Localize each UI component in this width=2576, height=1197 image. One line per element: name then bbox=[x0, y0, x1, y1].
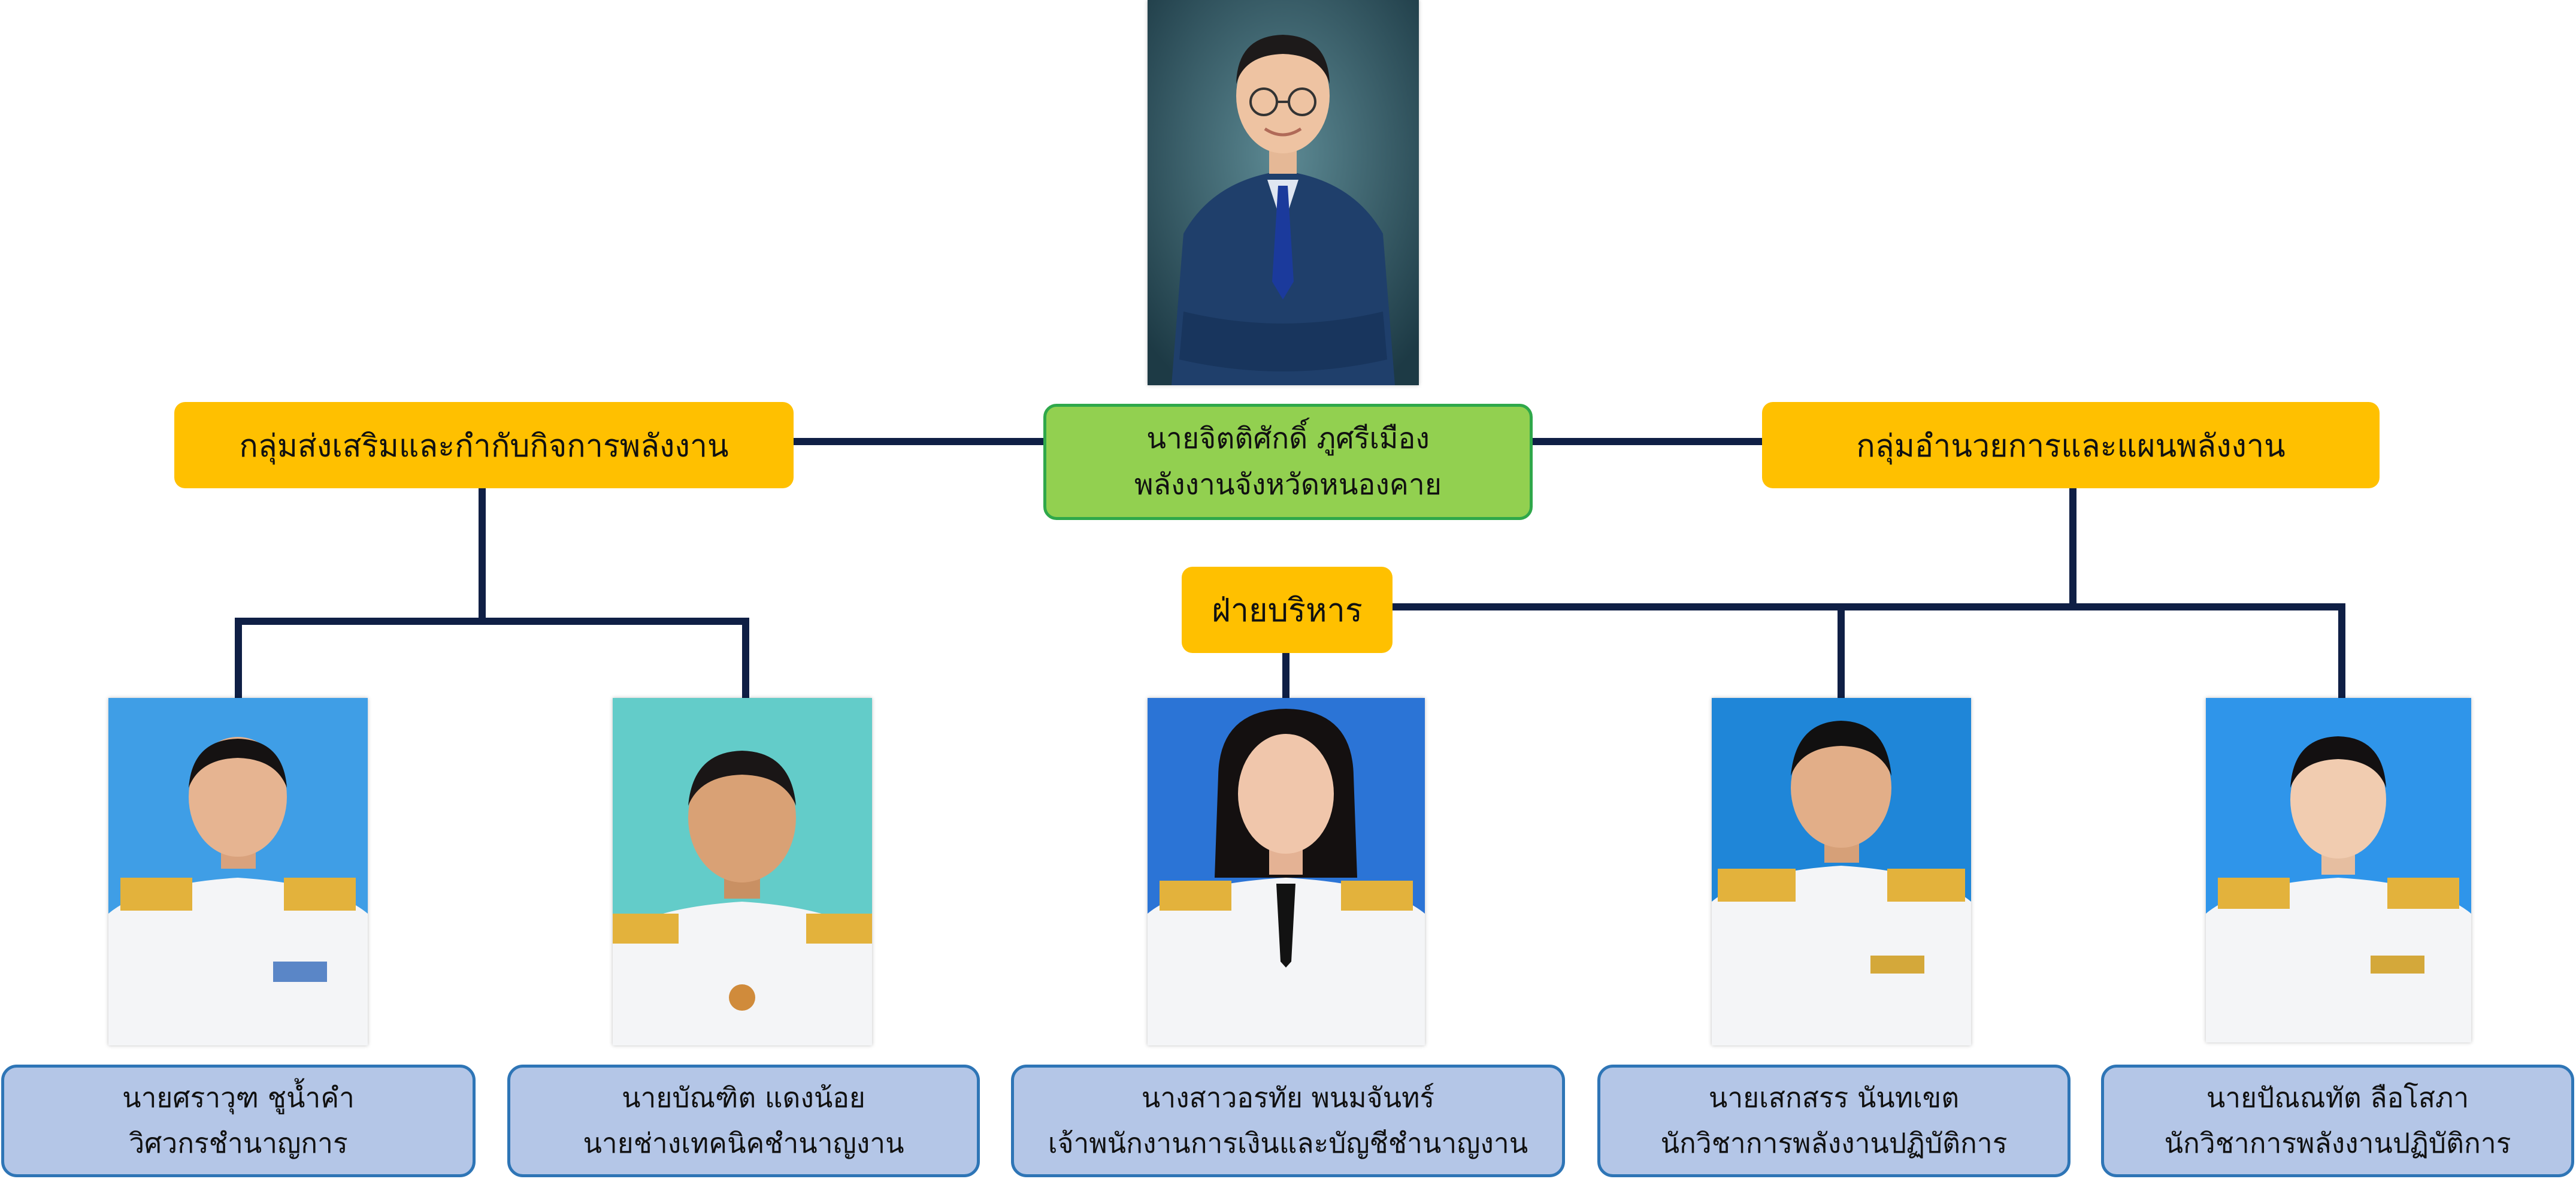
head-title: พลังงานจังหวัดหนองคาย bbox=[1134, 468, 1442, 501]
connector-section-to-staff-3 bbox=[1282, 653, 1289, 698]
connector-right-branch-bar bbox=[1393, 603, 2345, 610]
staff-box-3: นางสาวอรทัย พนมจันทร์ เจ้าพนักงานการเงิน… bbox=[1011, 1065, 1565, 1177]
connector-left-branch-bar bbox=[235, 618, 749, 625]
group-box-administration-planning: กลุ่มอำนวยการและแผนพลังงาน bbox=[1762, 402, 2380, 488]
staff-title-1: วิศวกรชำนาญการ bbox=[129, 1127, 348, 1159]
director-photo bbox=[1148, 0, 1419, 385]
group-label-administration-planning: กลุ่มอำนวยการและแผนพลังงาน bbox=[1856, 428, 2286, 464]
group-box-promotion: กลุ่มส่งเสริมและกำกับกิจการพลังงาน bbox=[174, 402, 794, 488]
connector-drop-staff-2 bbox=[742, 618, 749, 698]
connector-drop-staff-1 bbox=[235, 618, 242, 698]
staff-photo-3 bbox=[1148, 698, 1425, 1045]
staff-name-3: นางสาวอรทัย พนมจันทร์ bbox=[1141, 1081, 1435, 1114]
connector-right-group-down bbox=[2069, 488, 2076, 610]
head-box: นายจิตติศักดิ์ ภูศรีเมือง พลังงานจังหวัด… bbox=[1043, 404, 1533, 520]
staff-name-5: นายปัณณทัต ลือโสภา bbox=[2206, 1081, 2469, 1114]
staff-title-4: นักวิชาการพลังงานปฏิบัติการ bbox=[1660, 1127, 2008, 1159]
group-label-promotion: กลุ่มส่งเสริมและกำกับกิจการพลังงาน bbox=[239, 428, 729, 464]
staff-box-4: นายเสกสรร นันทเขต นักวิชาการพลังงานปฏิบั… bbox=[1597, 1065, 2071, 1177]
staff-photo-1 bbox=[108, 698, 368, 1045]
staff-name-4: นายเสกสรร นันทเขต bbox=[1708, 1081, 1960, 1114]
staff-box-1: นายศราวุฑ ชูน้ำคำ วิศวกรชำนาญการ bbox=[1, 1065, 476, 1177]
staff-name-1: นายศราวุฑ ชูน้ำคำ bbox=[122, 1081, 355, 1114]
section-label-administration: ฝ่ายบริหาร bbox=[1212, 591, 1363, 629]
connector-left-group-to-head bbox=[794, 438, 1043, 445]
staff-name-2: นายบัณฑิต แดงน้อย bbox=[622, 1081, 865, 1114]
staff-title-3: เจ้าพนักงานการเงินและบัญชีชำนาญงาน bbox=[1048, 1127, 1528, 1159]
connector-drop-staff-4 bbox=[1838, 603, 1845, 698]
staff-title-5: นักวิชาการพลังงานปฏิบัติการ bbox=[2164, 1127, 2511, 1159]
staff-photo-5 bbox=[2206, 698, 2471, 1042]
connector-left-group-down bbox=[479, 488, 486, 625]
connector-head-to-right-group bbox=[1533, 438, 1762, 445]
staff-photo-4 bbox=[1712, 698, 1971, 1045]
staff-box-5: นายปัณณทัต ลือโสภา นักวิชาการพลังงานปฏิบ… bbox=[2101, 1065, 2574, 1177]
head-name: นายจิตติศักดิ์ ภูศรีเมือง bbox=[1146, 422, 1430, 456]
staff-box-2: นายบัณฑิต แดงน้อย นายช่างเทคนิคชำนาญงาน bbox=[507, 1065, 980, 1177]
staff-title-2: นายช่างเทคนิคชำนาญงาน bbox=[583, 1127, 904, 1159]
staff-photo-2 bbox=[613, 698, 872, 1045]
section-box-administration: ฝ่ายบริหาร bbox=[1182, 567, 1393, 653]
connector-drop-staff-5 bbox=[2338, 603, 2345, 698]
